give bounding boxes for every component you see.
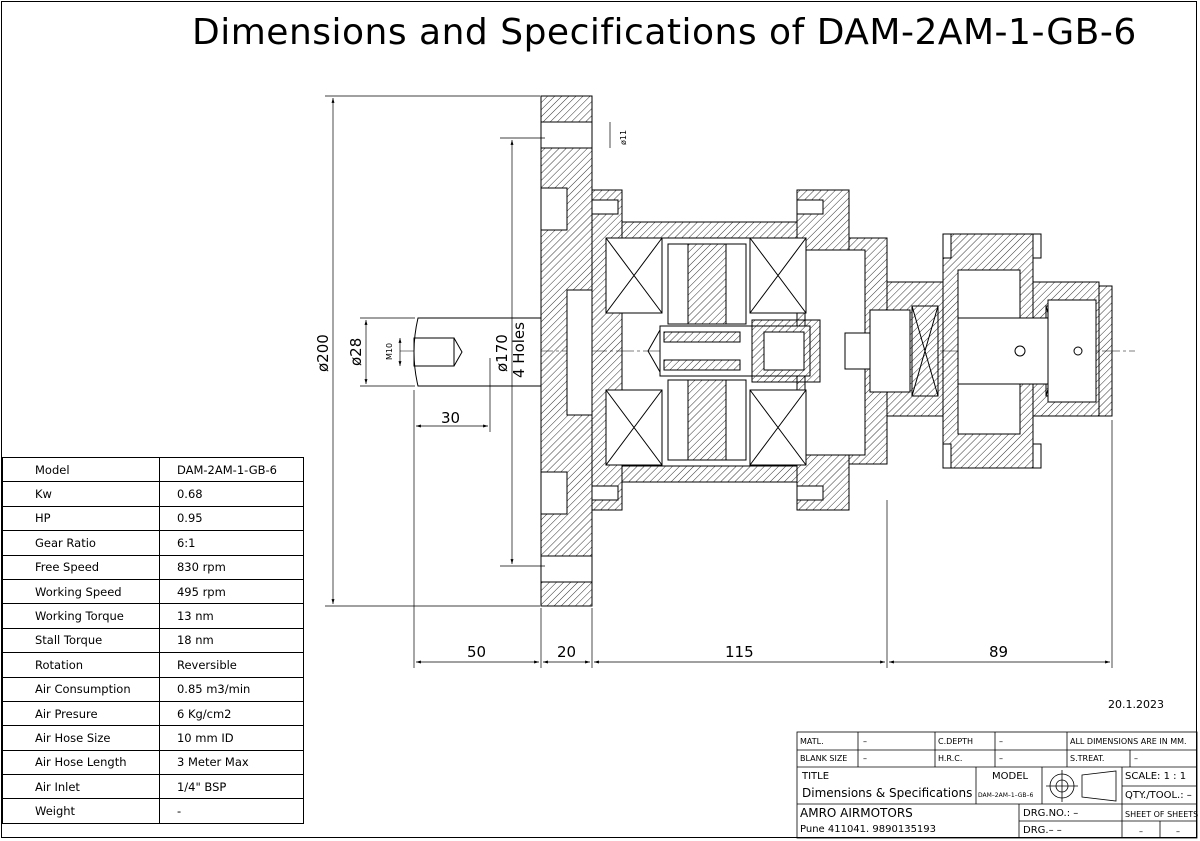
dim-d170: ø170: [493, 334, 511, 372]
spec-row: Weight-: [2, 798, 305, 824]
projection-symbol-icon: [1046, 770, 1117, 802]
tb-sheet-a: –: [1139, 827, 1143, 836]
spec-label: Rotation: [2, 652, 160, 678]
spec-value: -: [158, 798, 305, 824]
spec-label: Air Hose Size: [2, 725, 160, 751]
title-block-grid: [796, 731, 1198, 839]
tb-hrc: H.R.C.: [938, 754, 963, 763]
tb-streat-val: –: [1134, 754, 1138, 763]
dim-holes: 4 Holes: [510, 322, 528, 378]
tb-address: Pune 411041. 9890135193: [800, 824, 937, 835]
tb-sheet-b: –: [1176, 827, 1180, 836]
dim-d11: ø11: [619, 130, 628, 145]
spec-value: 495 rpm: [158, 578, 305, 605]
spec-label: Air Consumption: [2, 676, 160, 702]
spec-value: 10 mm ID: [158, 725, 305, 751]
spec-value: 6:1: [158, 530, 305, 556]
tb-cdepth-val: –: [999, 737, 1003, 746]
tb-model-val: DAM–2AM–1–GB–6: [978, 792, 1034, 799]
dimension-lines: [325, 95, 1113, 668]
spec-label: Working Torque: [2, 603, 160, 629]
spec-label: Air Hose Length: [2, 749, 160, 776]
dim-m10: M10: [385, 343, 394, 360]
drawing-date: 20.1.2023: [1108, 698, 1164, 711]
tb-blank-size: BLANK SIZE: [800, 754, 848, 763]
spec-value: 18 nm: [158, 627, 305, 654]
tb-matl-val: –: [863, 737, 867, 746]
dim-20: 20: [557, 643, 576, 661]
tb-model-label: MODEL: [992, 771, 1029, 782]
spec-value: 6 Kg/cm2: [158, 700, 305, 727]
spec-value: 0.95: [158, 505, 305, 532]
spec-label: Air Inlet: [2, 774, 160, 800]
tb-streat: S.TREAT.: [1070, 754, 1105, 763]
spec-label: Stall Torque: [2, 627, 160, 654]
tb-company: AMRO AIRMOTORS: [800, 806, 913, 820]
tb-matl: MATL.: [800, 737, 824, 746]
spec-value: Reversible: [158, 652, 305, 678]
spec-value: 13 nm: [158, 603, 305, 629]
tb-qty: QTY./TOOL.: –: [1125, 790, 1192, 801]
spec-label: Air Presure: [2, 700, 160, 727]
dim-115: 115: [725, 643, 754, 661]
tb-title-val: Dimensions & Specifications: [802, 786, 973, 800]
tb-drg: DRG.– –: [1023, 825, 1062, 836]
spec-value: 3 Meter Max: [158, 749, 305, 776]
dim-d200: ø200: [314, 334, 332, 372]
spec-value: 0.68: [158, 481, 305, 507]
tb-title-label: TITLE: [802, 771, 830, 782]
planet-gears: [647, 243, 821, 461]
spec-label: Weight: [2, 798, 160, 824]
spec-label: Kw: [2, 481, 160, 507]
motor-body: [844, 233, 1113, 469]
tb-blank-val: –: [863, 754, 867, 763]
dim-d28: ø28: [347, 338, 365, 366]
dim-89: 89: [989, 643, 1008, 661]
spec-label: Free Speed: [2, 554, 160, 580]
page-title: Dimensions and Specifications of DAM-2AM…: [192, 12, 1137, 53]
spec-label: Gear Ratio: [2, 530, 160, 556]
dim-30: 30: [441, 409, 460, 427]
mounting-flange: [540, 95, 593, 607]
tb-all-dims: ALL DIMENSIONS ARE IN MM.: [1070, 737, 1187, 746]
output-shaft: [413, 317, 542, 387]
dim-50: 50: [467, 643, 486, 661]
spec-value: 0.85 m3/min: [158, 676, 305, 702]
spec-value: 1/4" BSP: [158, 774, 305, 800]
spec-label: HP: [2, 505, 160, 532]
tb-scale: SCALE: 1 : 1: [1125, 771, 1187, 782]
tb-cdepth: C.DEPTH: [938, 737, 974, 746]
tb-hrc-val: –: [999, 754, 1003, 763]
tb-drgno: DRG.NO.: –: [1023, 808, 1079, 819]
spec-label: Model: [2, 456, 160, 483]
spec-value: DAM-2AM-1-GB-6: [158, 456, 305, 483]
tb-sheet: SHEET OF SHEETS: [1125, 810, 1199, 819]
spec-label: Working Speed: [2, 578, 160, 605]
spec-value: 830 rpm: [158, 554, 305, 580]
